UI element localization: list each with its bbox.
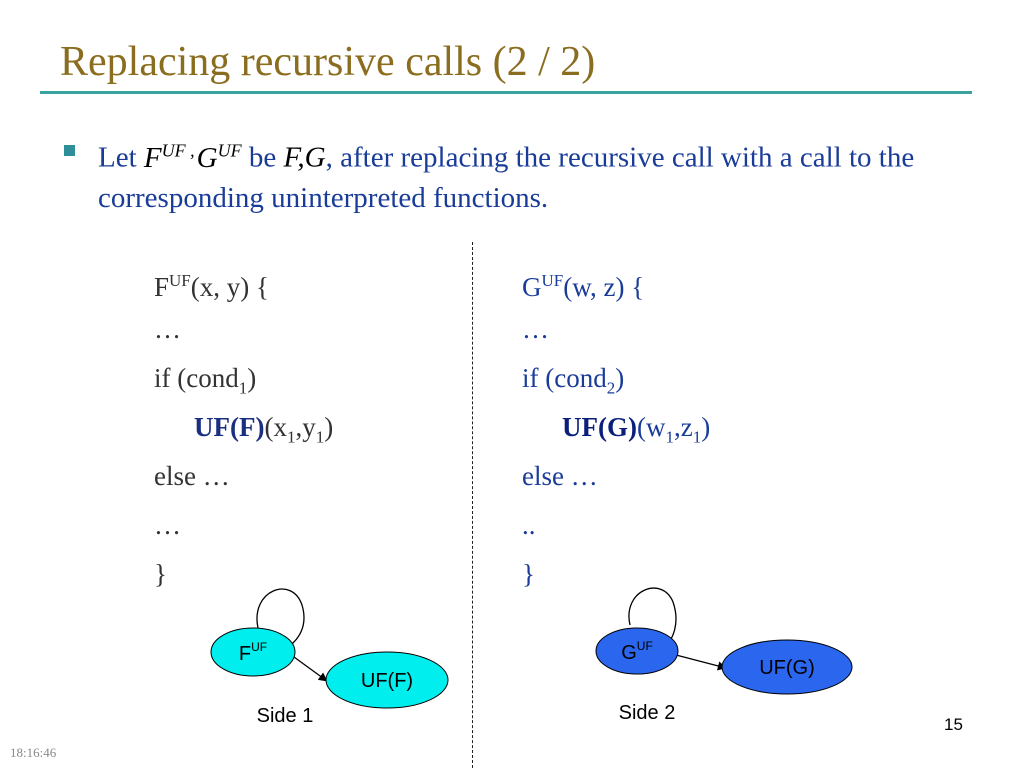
diagram-side2: GUF UF(G) Side 2 [595, 587, 853, 724]
title-rule [40, 91, 972, 94]
time-stamp: 18:16:46 [10, 745, 57, 760]
code-line-header: GUF(w, z) { [522, 271, 645, 302]
code-line-call: UF(F)(x1,y1) [194, 412, 334, 447]
code-line-if: if (cond1) [154, 363, 257, 398]
code-line-ellipsis-2: … [154, 510, 181, 540]
self-loop-arrow-side2 [628, 587, 677, 651]
node-g-uf-label: GUF [621, 639, 653, 664]
code-line-dots: .. [522, 510, 536, 540]
code-line-else: else … [522, 461, 598, 491]
node-f-uf-label: FUF [239, 640, 267, 665]
code-line-ellipsis: … [522, 314, 549, 344]
bullet-text: Let FUF ,GUF be F,G, after replacing the… [98, 130, 978, 218]
diagram-side1: FUF UF(F) Side 1 [210, 588, 449, 727]
node-g-uf [595, 627, 679, 675]
bullet-prefix: Let [98, 141, 137, 174]
bullet-rest: , after replacing the recursive call wit… [98, 141, 915, 214]
code-block-side1: FUF(x, y) { … if (cond1) UF(F)(x1,y1) el… [154, 256, 333, 599]
call-edge-side2 [675, 654, 727, 671]
code-block-side2: GUF(w, z) { … if (cond2) UF(G)(w1,z1) el… [522, 256, 710, 599]
side-2-label: Side 2 [619, 702, 676, 724]
code-line-call: UF(G)(w1,z1) [562, 412, 711, 447]
code-line-close: } [154, 559, 167, 589]
code-line-if: if (cond2) [522, 363, 625, 398]
node-uf-f [325, 651, 449, 709]
math-g-uf: GUF [196, 140, 242, 174]
code-line-else: else … [154, 461, 230, 491]
page-number: 15 [944, 715, 963, 734]
math-fg: F,G [283, 141, 326, 174]
node-uf-f-label: UF(F) [361, 670, 413, 692]
code-line-close: } [522, 559, 535, 589]
bullet-square-icon [64, 145, 75, 156]
node-uf-g [721, 639, 853, 695]
code-line-header: FUF(x, y) { [154, 271, 269, 302]
bullet-be: be [248, 141, 277, 174]
slide-title: Replacing recursive calls (2 / 2) [60, 39, 596, 85]
node-uf-g-label: UF(G) [759, 657, 815, 679]
call-edge-side1 [293, 656, 328, 682]
self-loop-arrow-side1 [256, 588, 305, 651]
side-1-label: Side 1 [257, 705, 314, 727]
math-f-uf: FUF , [143, 140, 195, 174]
node-f-uf [210, 627, 296, 677]
side-divider [472, 242, 473, 768]
code-line-ellipsis: … [154, 314, 181, 344]
